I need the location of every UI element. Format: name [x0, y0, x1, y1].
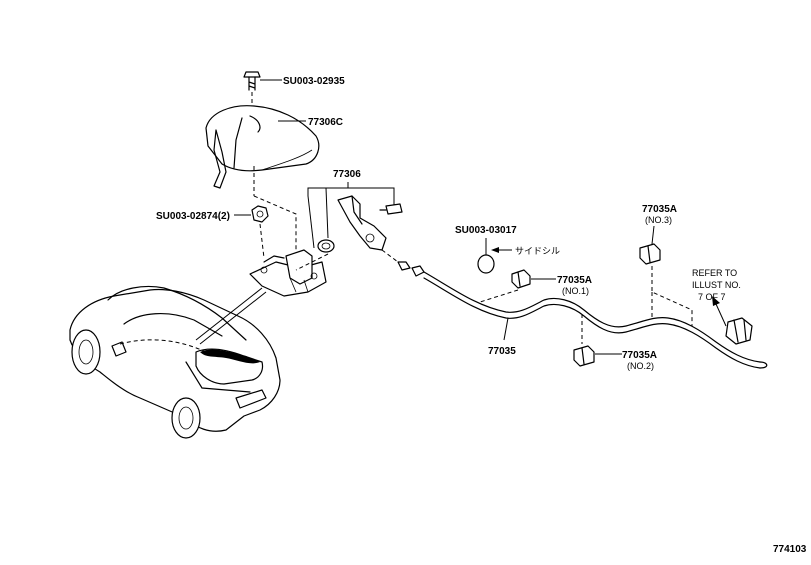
release-lever-icon: [337, 195, 387, 251]
refer-line3: 7 OF 7: [698, 292, 726, 302]
guide-clamp-no3: [651, 266, 693, 326]
label-nut: SU003-02874(2): [156, 211, 230, 222]
label-bolt-top: SU003-02935: [283, 76, 345, 87]
refer-arrow: [715, 303, 727, 327]
end-fitting-icon: [725, 317, 753, 345]
label-clamp-no1-no: (NO.1): [562, 286, 589, 296]
lever-bracket-icon: [249, 249, 327, 297]
bracket-leader-lever: [307, 187, 395, 196]
cable-end-loop: [759, 361, 768, 369]
cable-line: [423, 271, 761, 363]
guide-lever-cable: [381, 249, 399, 263]
leader-cable: [503, 317, 509, 341]
clamp-no1-icon: [511, 269, 531, 289]
leader-clamp-no3: [651, 225, 655, 245]
label-cable: 77035: [488, 346, 516, 357]
label-side-sill: サイドシル: [515, 246, 560, 256]
leader-lever-a: [307, 195, 315, 249]
leader-lever-b: [325, 187, 329, 239]
label-clamp-no3-part: 77035A: [642, 204, 677, 215]
label-clamp-no1-part: 77035A: [557, 275, 592, 286]
leader-car-location-2: [199, 291, 267, 345]
lever-bolt-icon: [379, 203, 403, 215]
guide-cover-2: [253, 195, 297, 252]
refer-line1: REFER TO: [692, 268, 737, 278]
clamp-no3-icon: [639, 243, 661, 265]
guide-nut: [259, 223, 265, 259]
guide-clamp-no1: [479, 289, 519, 303]
cable-line-outer: [423, 277, 761, 369]
cover-icon: [205, 105, 320, 189]
label-clamp-no3-no: (NO.3): [645, 215, 672, 225]
figure-number: 774103: [773, 544, 807, 555]
label-plug: SU003-03017: [455, 225, 517, 236]
label-lever-assy: 77306: [333, 169, 361, 180]
refer-arrowhead-icon: [712, 296, 720, 306]
clamp-no2-icon: [573, 345, 595, 367]
car-outline-icon: [69, 285, 281, 439]
label-cover: 77306C: [308, 117, 343, 128]
nut-icon: [251, 205, 269, 223]
refer-line2: ILLUST NO.: [692, 280, 741, 290]
guide-ring-bracket: [295, 253, 329, 271]
plug-icon: [477, 254, 495, 274]
label-clamp-no2-no: (NO.2): [627, 361, 654, 371]
arrowhead-side-sill-icon: [491, 247, 499, 253]
leader-car-location: [195, 287, 263, 341]
cable-end-icon: [397, 261, 425, 277]
bolt-top-icon: [243, 71, 261, 91]
label-clamp-no2-part: 77035A: [622, 350, 657, 361]
clip-ring-icon: [317, 239, 335, 253]
